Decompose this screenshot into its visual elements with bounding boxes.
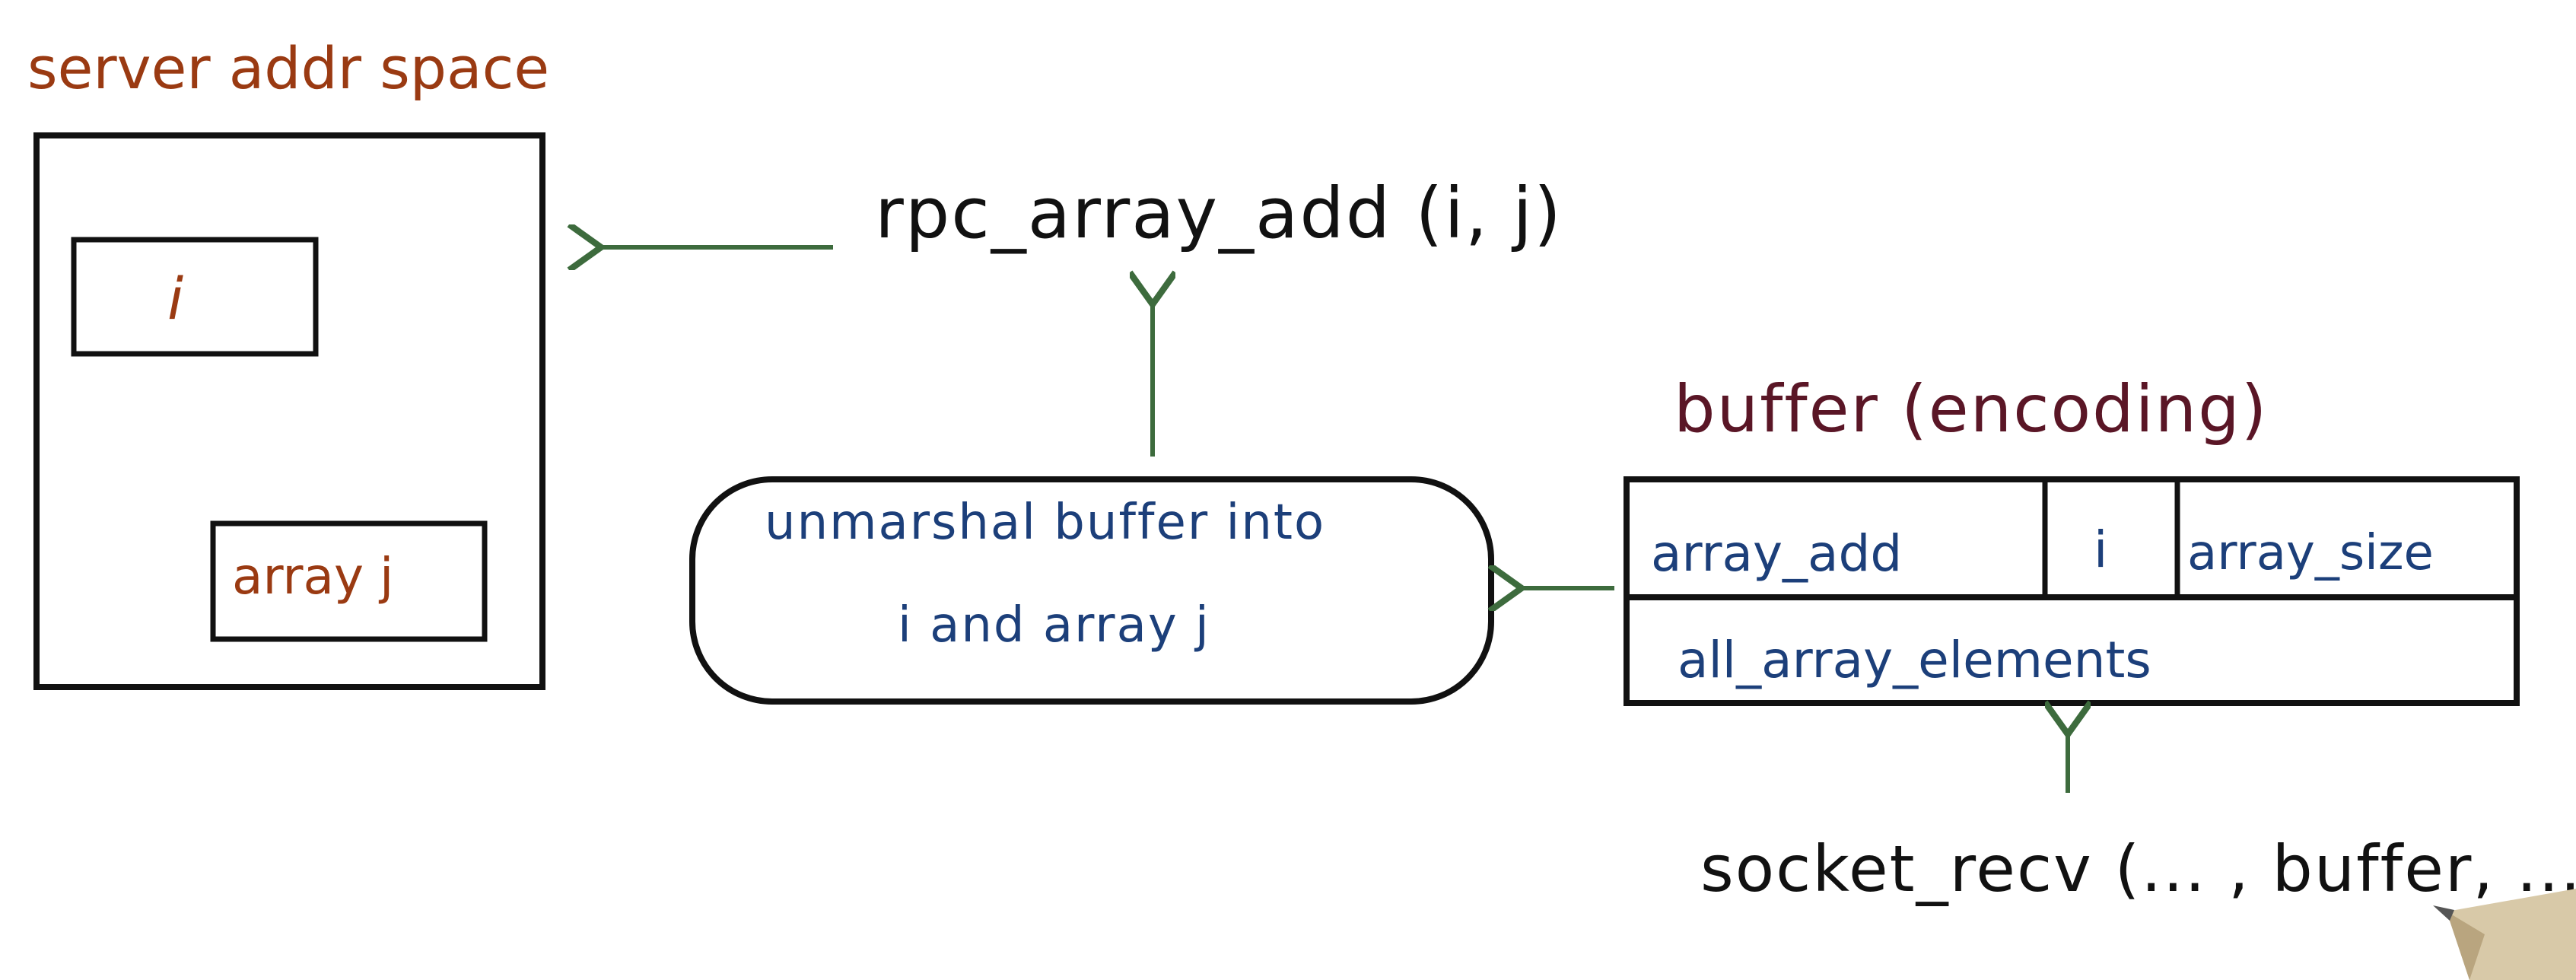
buffer-cell-i: i [2094,520,2108,579]
server-addr-space-box [33,132,545,690]
buffer-cell-array-size: array_size [2187,525,2434,581]
server-var-i: i [167,265,184,332]
buffer-title: buffer (encoding) [1674,371,2269,447]
buffer-cell-procedure: array_add [1651,524,1903,583]
pen-icon [2433,889,2576,980]
buffer-cell-array-elements: all_array_elements [1678,631,2151,689]
server-array-j-box [210,520,488,642]
socket-recv-label: socket_recv (... , buffer, ...) [1700,832,2576,906]
server-addr-space-title: server addr space [27,34,550,102]
server-var-array-j: array j [232,547,394,606]
unmarshal-label-line-2: i and array j [898,597,1210,654]
server-i-box [71,237,319,357]
unmarshal-label-line-1: unmarshal buffer into [765,495,1326,551]
rpc-call-label: rpc_array_add (i, j) [875,173,1563,254]
